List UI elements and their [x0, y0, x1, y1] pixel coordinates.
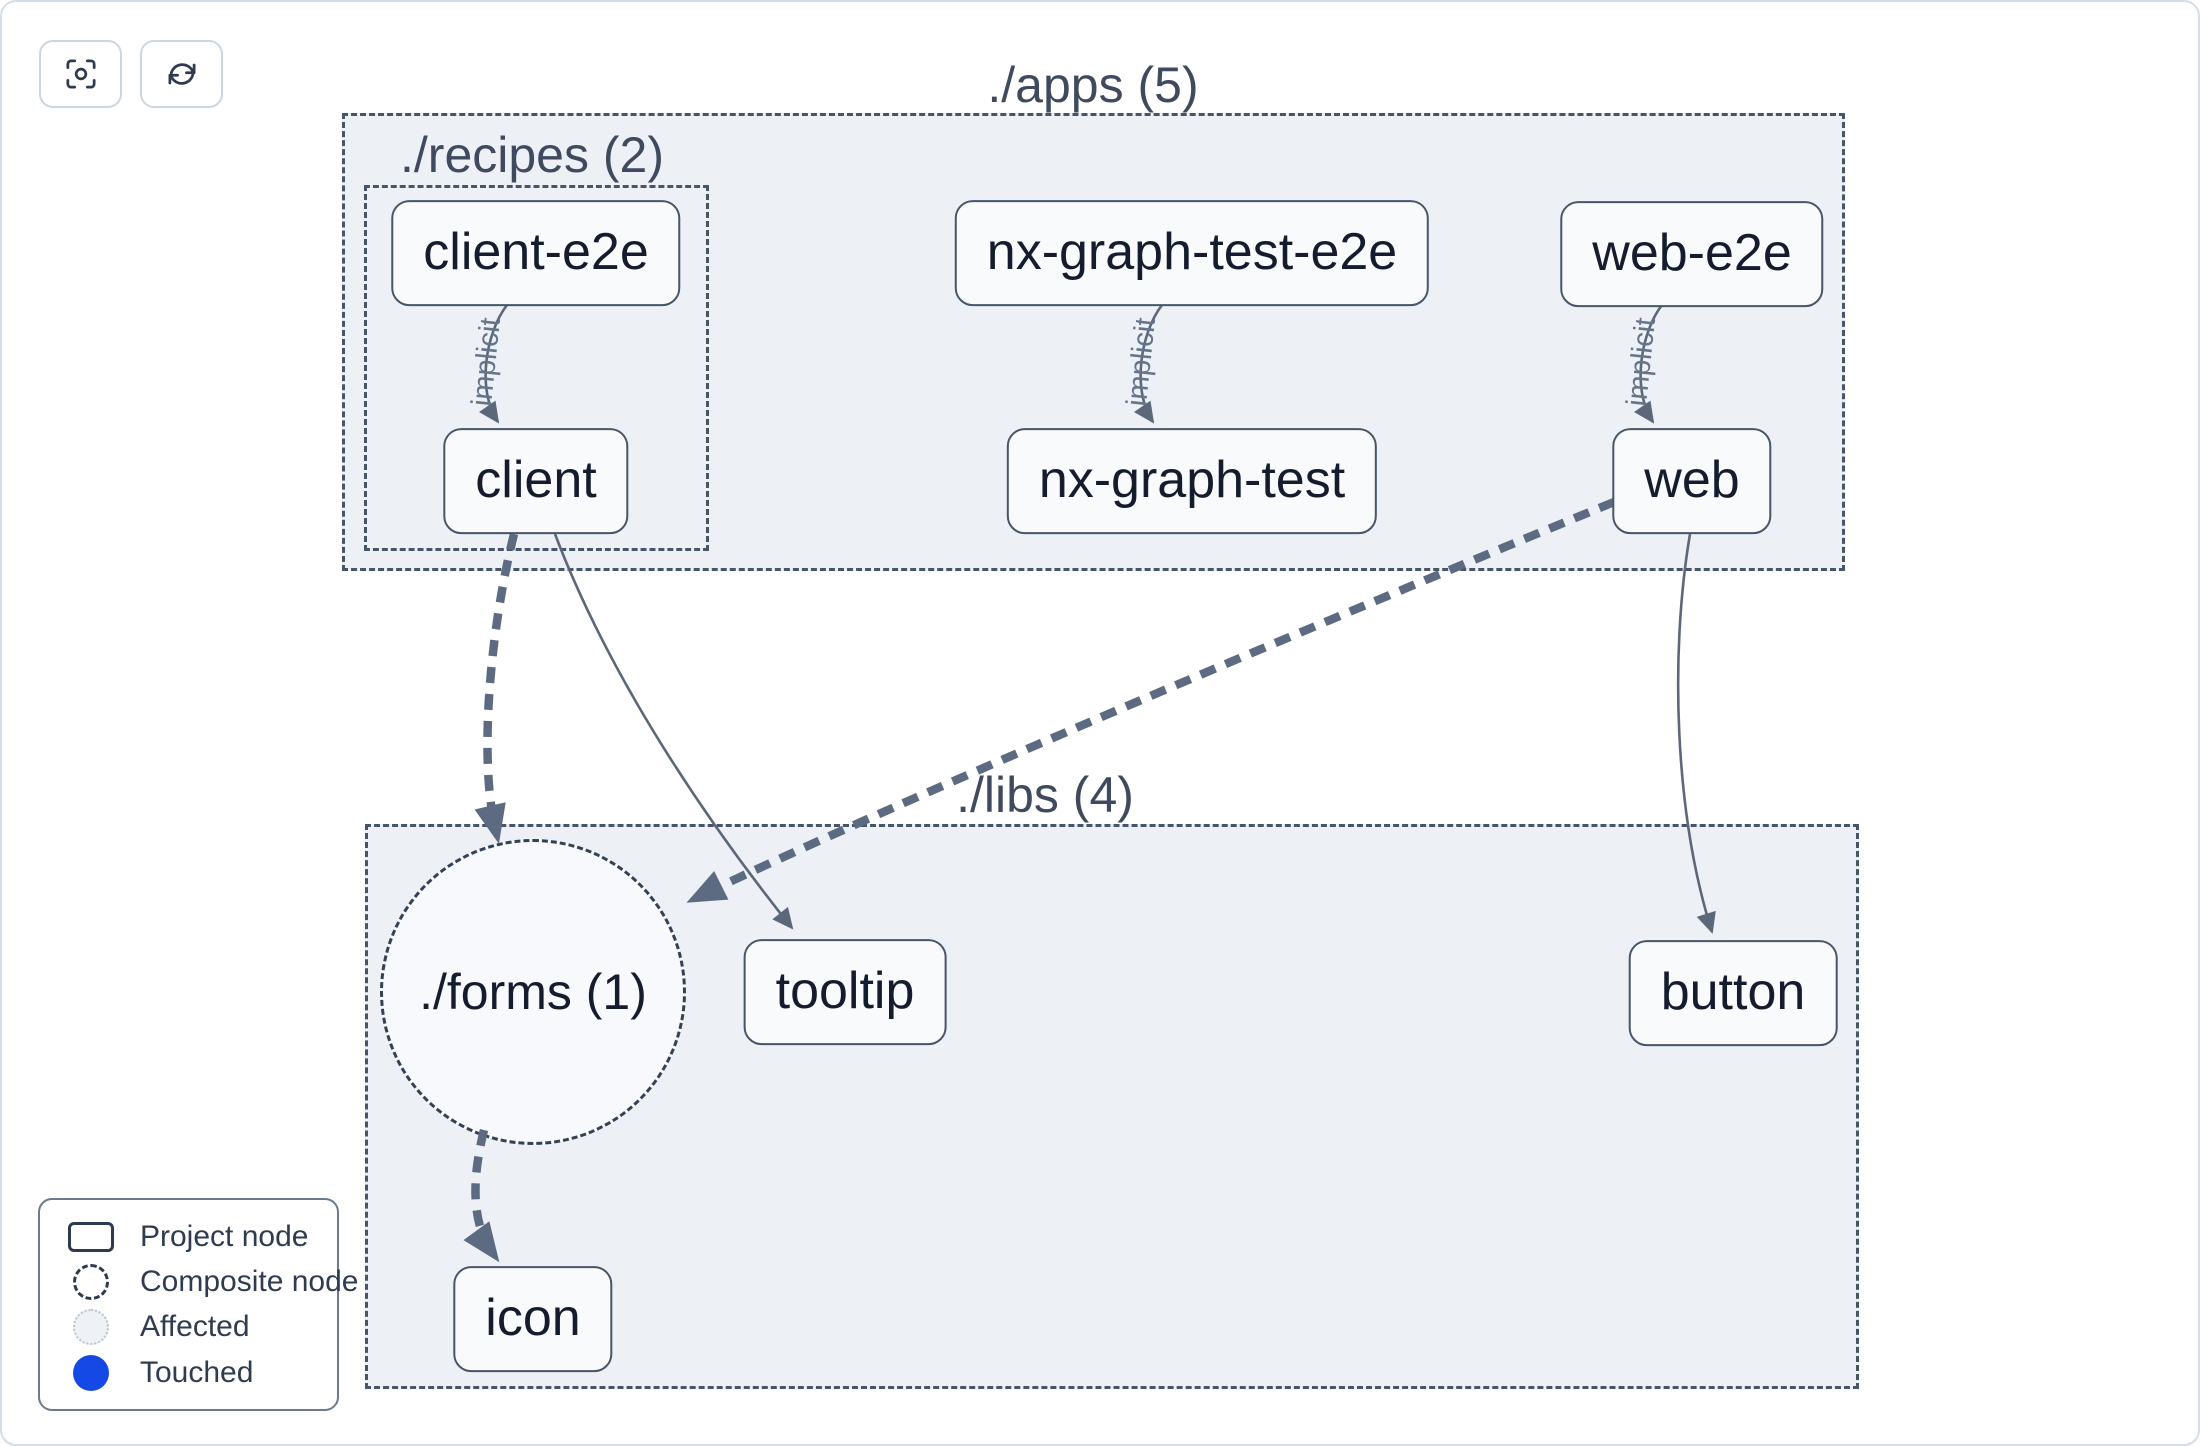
refresh-button[interactable]	[140, 40, 223, 108]
touched-swatch	[73, 1354, 109, 1391]
node-client-e2e[interactable]: client-e2e	[391, 200, 681, 306]
refresh-icon	[162, 54, 202, 94]
legend-row-project-node: Project node	[66, 1220, 319, 1254]
legend: Project node Composite node Affected Tou…	[38, 1198, 358, 1411]
legend-row-composite-node: Composite node	[66, 1263, 358, 1300]
project-node-swatch	[68, 1222, 114, 1252]
node-icon[interactable]: icon	[453, 1266, 613, 1372]
group-label-recipes: ./recipes (2)	[400, 127, 664, 183]
legend-label: Affected	[140, 1310, 250, 1344]
composite-node-forms[interactable]: ./forms (1)	[380, 839, 686, 1145]
edge-client-to-forms	[483, 532, 519, 828]
legend-label: Project node	[140, 1220, 309, 1253]
legend-label: Touched	[140, 1355, 254, 1389]
focus-crosshair-icon	[61, 54, 101, 94]
node-nx-graph-test[interactable]: nx-graph-test	[1006, 428, 1378, 534]
legend-label: Composite node	[140, 1264, 359, 1298]
node-web-e2e[interactable]: web-e2e	[1560, 201, 1824, 307]
node-client[interactable]: client	[443, 428, 629, 534]
focus-button[interactable]	[39, 40, 122, 108]
node-nx-graph-test-e2e[interactable]: nx-graph-test-e2e	[954, 200, 1430, 306]
affected-swatch	[73, 1309, 109, 1346]
legend-row-affected: Affected	[66, 1309, 319, 1346]
group-label-apps: ./apps (5)	[987, 57, 1199, 113]
node-button[interactable]: button	[1628, 940, 1838, 1046]
group-recipes	[364, 185, 709, 551]
composite-node-swatch	[73, 1263, 109, 1300]
group-label-libs: ./libs (4)	[956, 767, 1134, 823]
composite-node-forms-label: ./forms (1)	[419, 964, 647, 1020]
node-web[interactable]: web	[1612, 428, 1772, 534]
node-tooltip[interactable]: tooltip	[743, 939, 947, 1045]
legend-row-touched: Touched	[66, 1354, 319, 1391]
